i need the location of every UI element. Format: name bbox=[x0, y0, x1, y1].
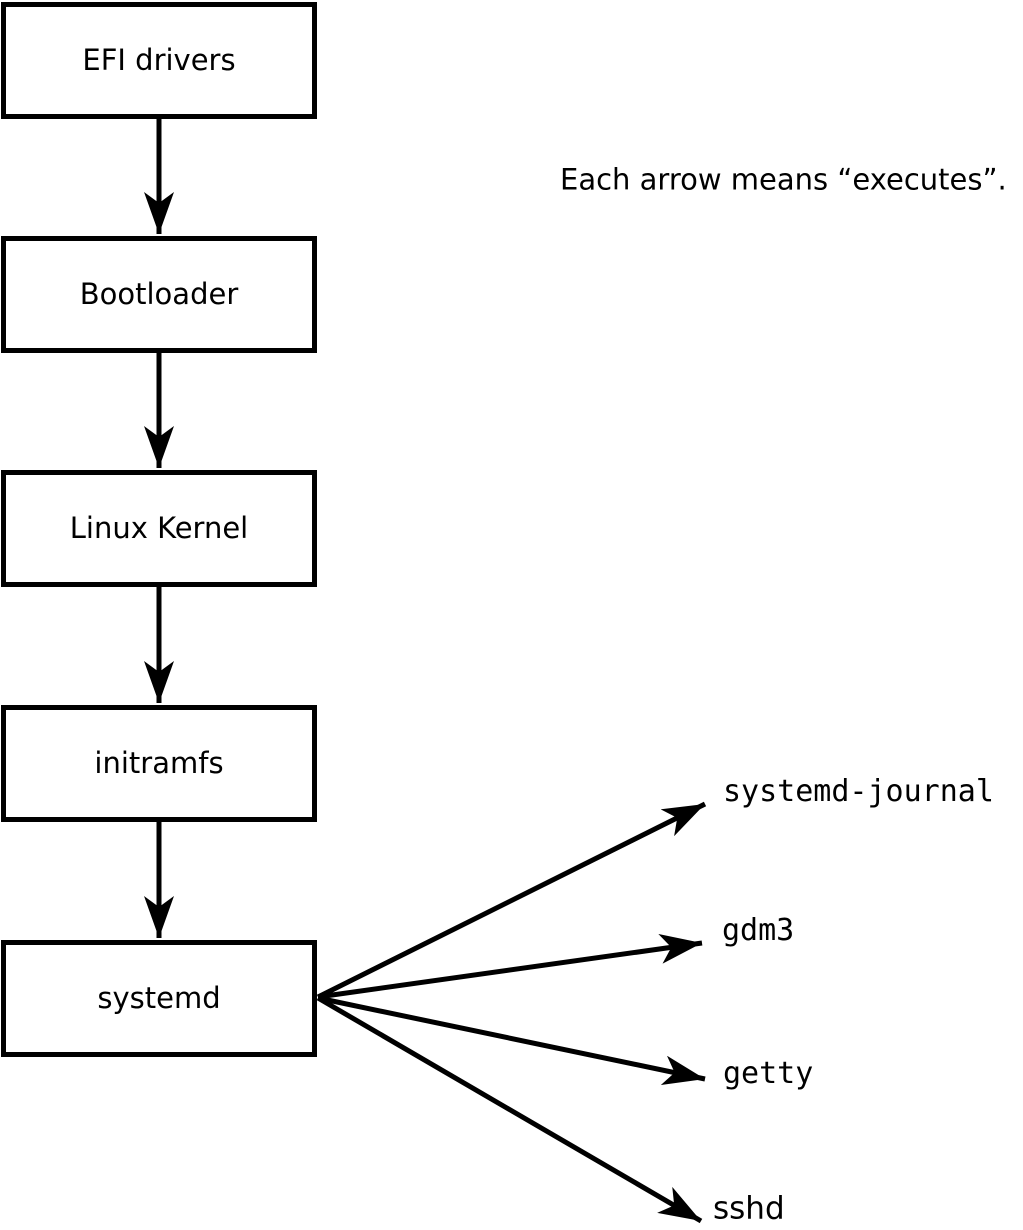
node-initramfs-label: initramfs bbox=[94, 746, 224, 780]
arrow-systemd-to-journal bbox=[316, 801, 707, 1000]
node-bootloader: Bootloader bbox=[1, 236, 317, 353]
node-efi-drivers-label: EFI drivers bbox=[82, 43, 236, 77]
target-label-getty: getty bbox=[723, 1056, 814, 1091]
node-initramfs: initramfs bbox=[1, 705, 317, 822]
arrow-systemd-to-sshd bbox=[316, 995, 703, 1224]
target-label-gdm3: gdm3 bbox=[722, 913, 795, 948]
target-label-systemd-journal: systemd-journal bbox=[723, 774, 994, 809]
node-bootloader-label: Bootloader bbox=[79, 277, 239, 311]
node-systemd: systemd bbox=[1, 940, 317, 1057]
arrow-systemd-to-getty bbox=[317, 995, 706, 1086]
node-efi-drivers: EFI drivers bbox=[1, 2, 317, 119]
node-systemd-label: systemd bbox=[97, 981, 221, 1015]
diagram-caption: Each arrow means “executes”. bbox=[560, 162, 1007, 197]
target-label-sshd: sshd bbox=[713, 1190, 785, 1227]
arrow-systemd-to-gdm3 bbox=[317, 933, 703, 1000]
node-linux-kernel-label: Linux Kernel bbox=[69, 511, 249, 545]
node-linux-kernel: Linux Kernel bbox=[1, 470, 317, 587]
